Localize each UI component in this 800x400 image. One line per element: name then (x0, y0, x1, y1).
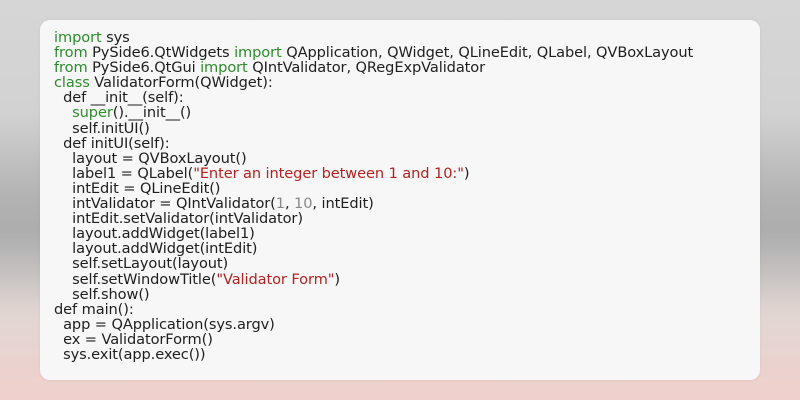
code-line: def main(): (54, 302, 752, 317)
code-token: self.initUI() (54, 119, 150, 137)
code-line: app = QApplication(sys.argv) (54, 317, 752, 332)
code-line: sys.exit(app.exec()) (54, 347, 752, 362)
code-token: QIntValidator, QRegExpValidator (247, 59, 486, 77)
code-token: ) (334, 270, 340, 288)
code-token: ) (463, 164, 470, 182)
code-token: layout.addWidget(intEdit) (54, 240, 258, 258)
code-token-keyword: from (54, 59, 88, 77)
code-line: def __init__(self): (54, 90, 752, 105)
code-line: self.setWindowTitle("Validator Form") (54, 270, 752, 288)
code-token: PySide6.QtGui (87, 59, 201, 77)
code-token: ValidatorForm(QWidget): (89, 74, 273, 92)
code-token-number: 10 (294, 195, 313, 213)
code-token: def initUI(self): (54, 134, 170, 152)
code-token-string: "Enter an integer between 1 and 10:" (193, 164, 464, 182)
code-token-string: "Validator Form" (216, 270, 335, 288)
code-line: super().__init__() (54, 105, 752, 120)
code-token: PySide6.QtWidgets (87, 44, 235, 62)
code-line: layout.addWidget(label1) (54, 226, 752, 241)
code-token: label1 = QLabel( (54, 164, 194, 182)
code-token: intValidator = QIntValidator( (54, 195, 276, 213)
code-token-keyword: import (234, 44, 282, 62)
code-token: , (284, 195, 295, 213)
code-token: self.setLayout(layout) (54, 255, 229, 273)
code-token: ().__init__() (112, 104, 192, 122)
code-token: , intEdit) (312, 195, 374, 213)
code-line: intEdit.setValidator(intValidator) (54, 211, 752, 226)
code-line: from PySide6.QtGui import QIntValidator,… (54, 60, 752, 75)
code-line: self.initUI() (54, 121, 752, 136)
code-token-keyword: from (54, 44, 88, 62)
code-line: class ValidatorForm(QWidget): (54, 75, 752, 90)
code-line: intValidator = QIntValidator(1, 10, intE… (54, 196, 752, 211)
code-line: import sys (54, 30, 752, 45)
code-token-keyword: import (200, 59, 248, 77)
code-line: self.show() (54, 287, 752, 302)
code-token: def __init__(self): (54, 89, 184, 107)
code-token: self.show() (54, 285, 150, 303)
code-token: QApplication, QWidget, QLineEdit, QLabel… (281, 44, 694, 62)
code-line: from PySide6.QtWidgets import QApplicati… (54, 45, 752, 60)
code-line: self.setLayout(layout) (54, 256, 752, 271)
code-line: label1 = QLabel("Enter an integer betwee… (54, 166, 752, 181)
code-token: app = QApplication(sys.argv) (54, 315, 275, 333)
code-line: layout.addWidget(intEdit) (54, 241, 752, 256)
code-line: def initUI(self): (54, 136, 752, 151)
code-token: sys.exit(app.exec()) (54, 345, 206, 363)
code-token-keyword: import (54, 29, 102, 46)
code-line: ex = ValidatorForm() (54, 332, 752, 347)
code-token-number: 1 (275, 195, 285, 213)
code-token: intEdit.setValidator(intValidator) (54, 210, 303, 228)
code-token: ex = ValidatorForm() (54, 330, 213, 348)
code-line: intEdit = QLineEdit() (54, 181, 752, 196)
code-token: layout = QVBoxLayout() (54, 149, 247, 167)
code-token: sys (101, 29, 130, 46)
code-line: layout = QVBoxLayout() (54, 151, 752, 166)
code-token: intEdit = QLineEdit() (54, 179, 221, 197)
code-token-keyword: super (72, 104, 113, 122)
code-token: layout.addWidget(label1) (54, 225, 255, 243)
code-token: def main(): (54, 300, 134, 318)
code-token-keyword: class (54, 74, 90, 92)
code-token: self.setWindowTitle( (54, 270, 217, 288)
